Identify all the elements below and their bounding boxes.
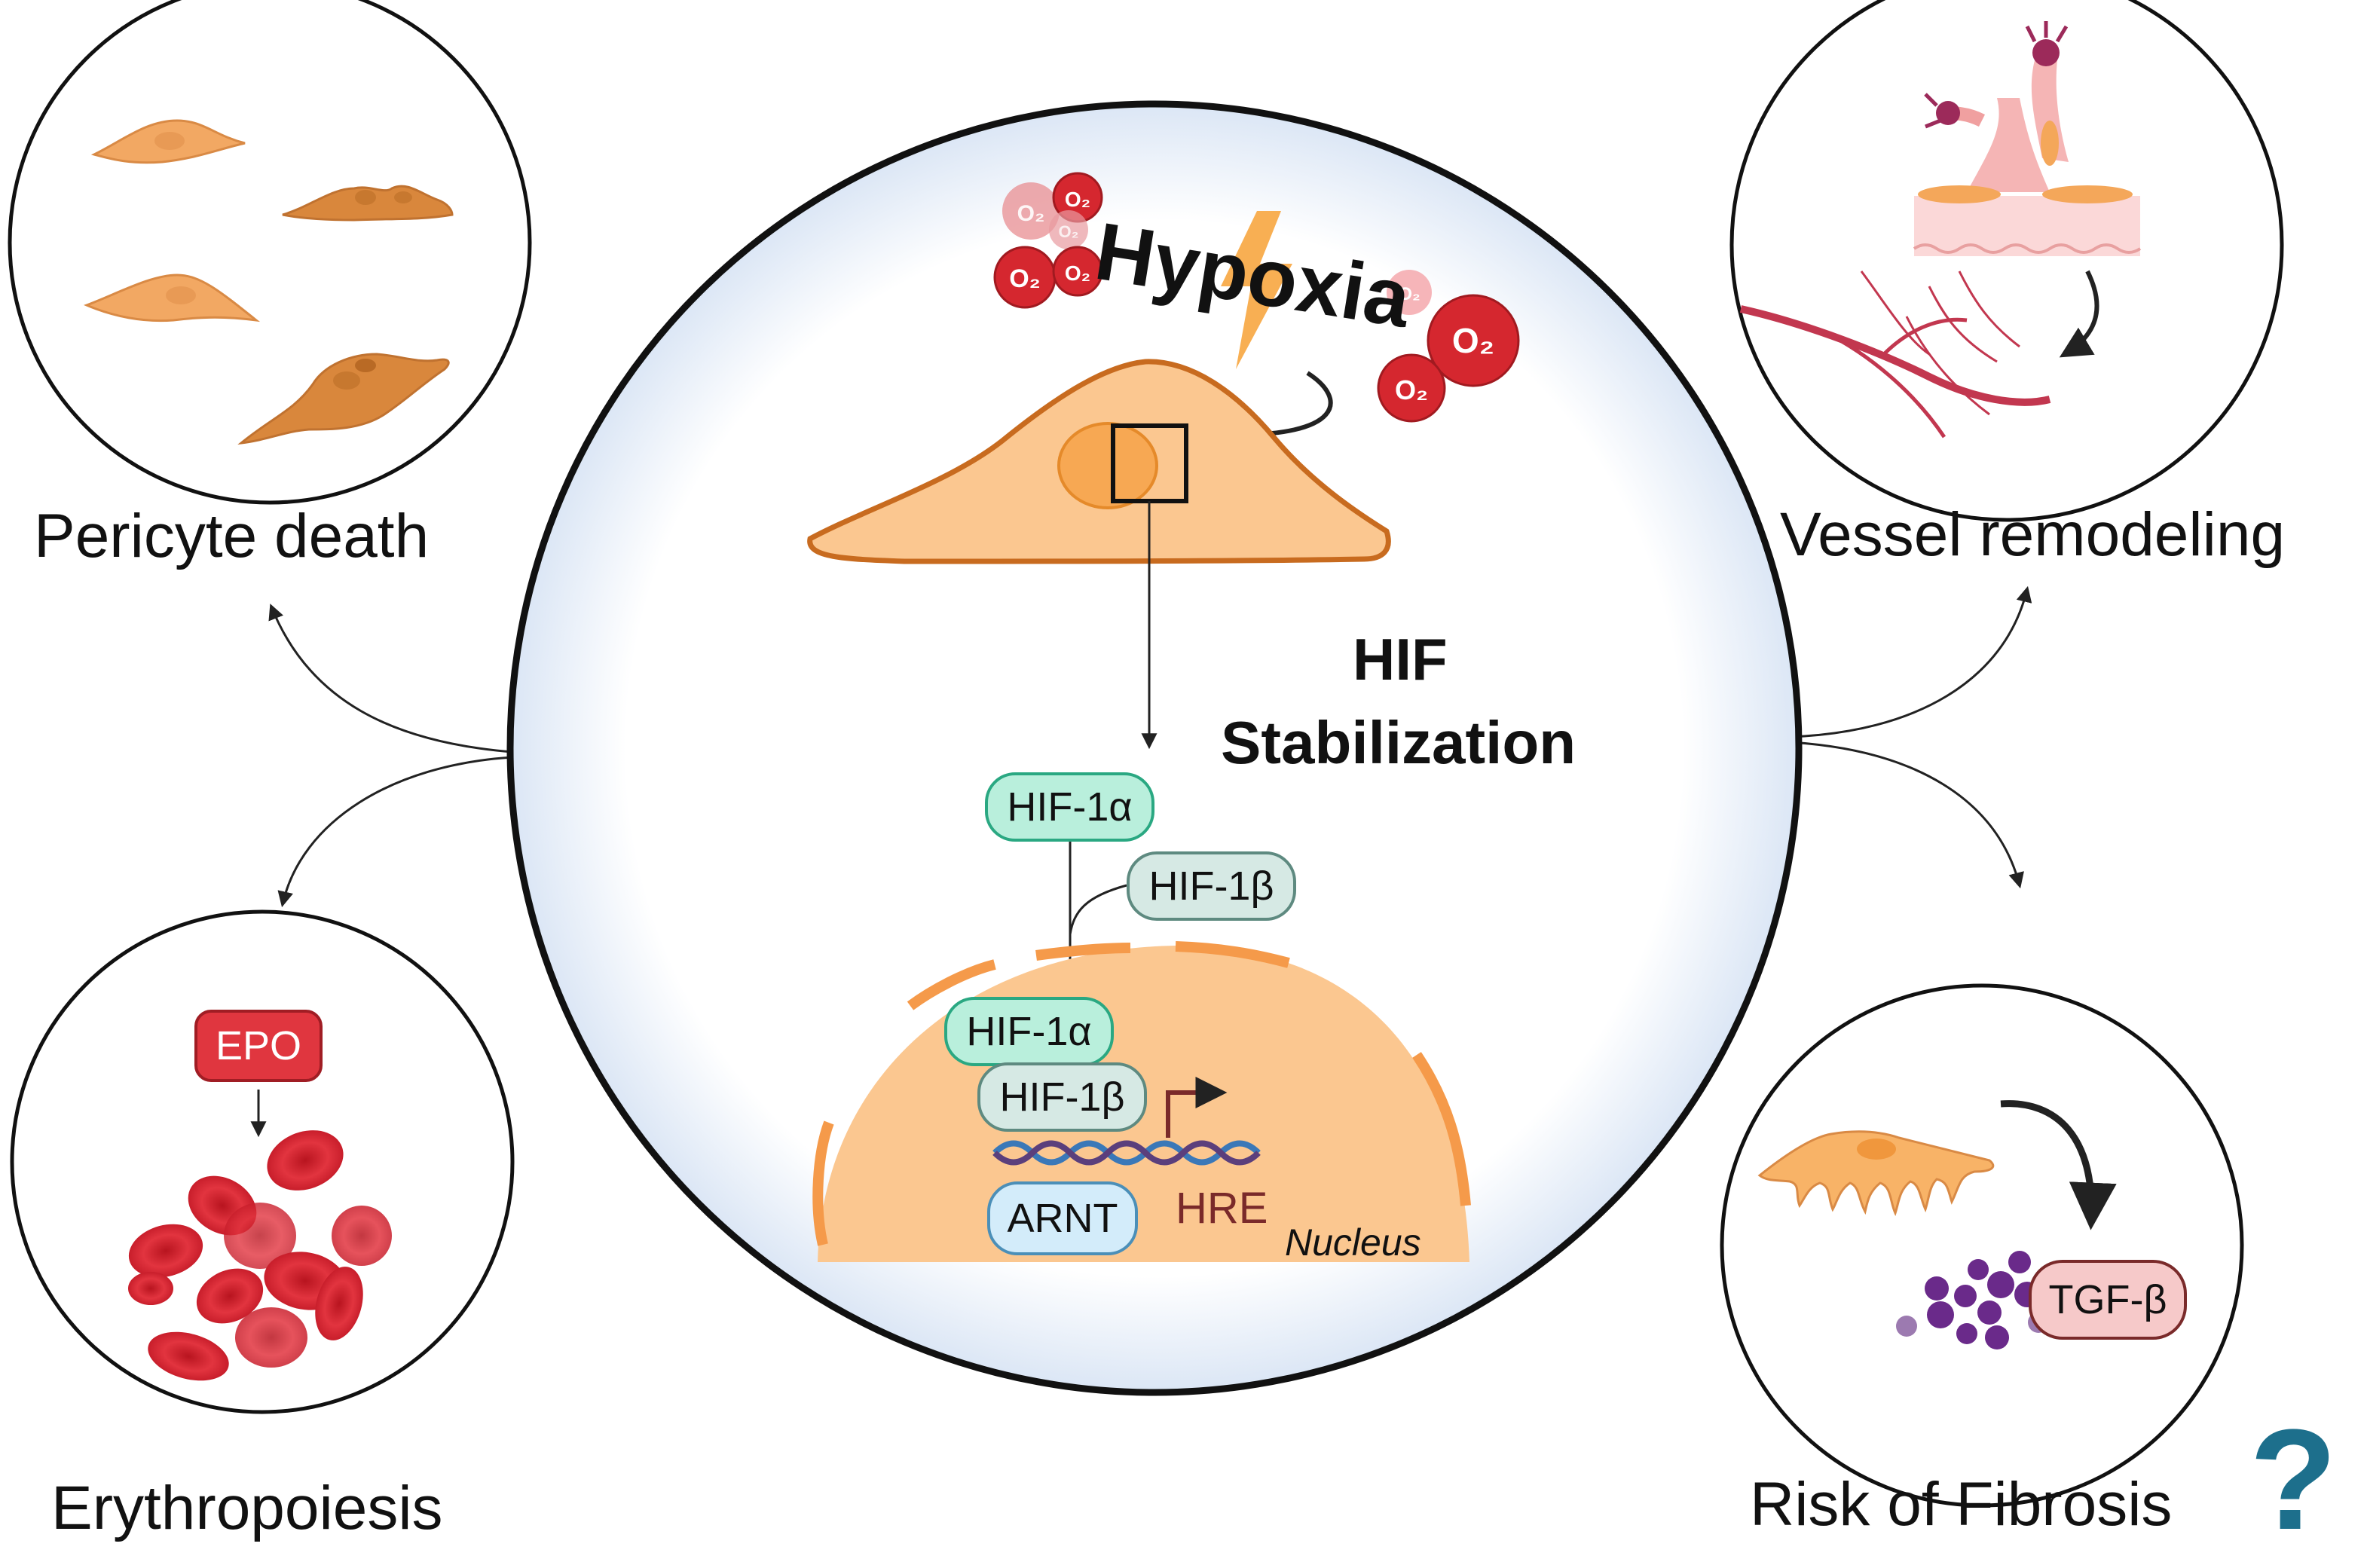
bound-hif1a-label: HIF-1α: [966, 1009, 1092, 1054]
hif1b-pill: HIF-1β: [1127, 851, 1296, 921]
fibrosis-circle: [1720, 983, 2244, 1508]
connector-arrows: [268, 585, 2032, 908]
oxygen-label: O₂: [1017, 201, 1045, 226]
question-mark-icon: ?: [2249, 1400, 2338, 1560]
oxygen-label: O₂: [1009, 264, 1041, 293]
dna-strand: [992, 1077, 1261, 1166]
oxygen-label: O₂: [1395, 374, 1428, 405]
hif1b-join-connector: [1069, 884, 1127, 935]
arrow-to-vessel-remodeling: [1789, 585, 2032, 738]
bound-hif1a-pill: HIF-1α: [944, 997, 1114, 1066]
lightning-bolt-icon: [1221, 211, 1292, 369]
oxygen-label: O₂: [1065, 261, 1090, 285]
bound-hif1b-label: HIF-1β: [999, 1074, 1125, 1120]
tgf-beta-label: TGF-β: [2048, 1277, 2167, 1322]
oxygen-label: O₂: [1452, 321, 1494, 360]
vessel-remodeling-label: Vessel remodeling: [1780, 500, 2286, 569]
tgf-beta-pill: TGF-β: [2029, 1260, 2187, 1340]
vessel-remodeling-illustration: [1739, 21, 2142, 439]
hif-stabilization-line2: Stabilization: [1221, 709, 1576, 776]
cell-nucleus: [1057, 422, 1158, 509]
erythropoiesis-label: Erythropoiesis: [51, 1474, 443, 1542]
arnt-pill: ARNT: [987, 1181, 1138, 1255]
vessel-remodeling-circle: [1729, 0, 2284, 522]
epo-pill: EPO: [194, 1010, 323, 1082]
arrow-to-pericyte-death: [268, 604, 513, 753]
hre-label: HRE: [1176, 1184, 1268, 1233]
endothelial-cell: [807, 359, 1391, 564]
hif-stabilization-line1: HIF: [1353, 626, 1448, 692]
oxygen-label: O₂: [1059, 222, 1079, 241]
epo-label: EPO: [215, 1023, 302, 1068]
oxygen-molecules: [993, 172, 1520, 423]
hif1b-label: HIF-1β: [1148, 863, 1274, 909]
arrow-to-fibrosis: [1789, 741, 2024, 889]
oxygen-labels: O₂ O₂ O₂ O₂ O₂ O₂ O₂ O₂: [1009, 188, 1494, 405]
red-blood-cells: [128, 1090, 392, 1381]
oxygen-label: O₂: [1065, 188, 1090, 211]
bound-hif1b-pill: HIF-1β: [977, 1062, 1147, 1132]
hif1a-label: HIF-1α: [1007, 784, 1133, 830]
hif1a-pill: HIF-1α: [985, 772, 1154, 842]
pericyte-cells: [83, 119, 454, 445]
oxygen-label: O₂: [1398, 284, 1420, 304]
pericyte-death-label: Pericyte death: [34, 502, 430, 570]
arrow-to-erythropoiesis: [277, 756, 513, 908]
fibrosis-label: Risk of Fibrosis: [1750, 1470, 2173, 1539]
arnt-label: ARNT: [1007, 1196, 1118, 1241]
nucleus-label: Nucleus: [1285, 1221, 1421, 1264]
